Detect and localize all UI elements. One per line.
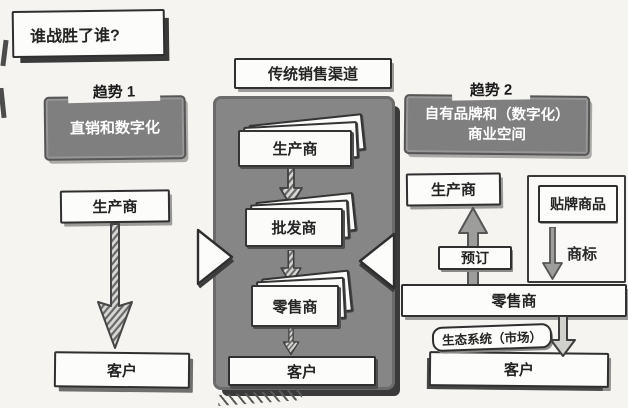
sketch-mark (0, 87, 7, 119)
traditional-wholesaler-stack: 批发商 (245, 191, 357, 247)
trend2-box: 自有品牌和（数字化） 商业空间 (403, 94, 591, 156)
arrow-down-icon (550, 316, 576, 357)
trend2-retailer-box: 零售商 (401, 284, 627, 317)
question-box: 谁战胜了谁? (11, 8, 166, 59)
trend1-subtitle: 直销和数字化 (69, 118, 161, 138)
trend1-producer-box: 生产商 (59, 189, 171, 224)
traditional-retailer-label: 零售商 (272, 298, 318, 316)
traditional-producer-box: 生产商 (238, 130, 352, 167)
arrow-down-icon (542, 227, 563, 280)
traditional-wholesaler-label: 批发商 (271, 220, 317, 237)
traditional-producer-label: 生产商 (272, 141, 318, 158)
trademark-label: 商标 (567, 246, 598, 263)
trend2-title: 趋势 2 (451, 78, 531, 101)
traditional-retailer-box: 零售商 (251, 285, 339, 327)
traditional-producer-stack: 生产商 (238, 113, 366, 167)
traditional-retailer-stack: 零售商 (251, 269, 353, 327)
traditional-customer-box: 客户 (228, 356, 376, 386)
private-label-container: 贴牌商品 商标 (527, 175, 626, 283)
ecosystem-box: 生态系统（市场） (431, 322, 553, 353)
trend1-customer-box: 客户 (53, 351, 191, 389)
traditional-wholesaler-box: 批发商 (245, 208, 343, 247)
trend2-retailer-label: 零售商 (491, 293, 537, 310)
trend1-customer-label: 客户 (106, 362, 138, 380)
traditional-title-box: 传统销售渠道 (234, 58, 392, 89)
arrow-right-icon (196, 228, 235, 289)
trend2-customer-label: 客户 (503, 361, 535, 380)
traditional-title-label: 传统销售渠道 (267, 66, 358, 83)
private-label-text: 贴牌商品 (550, 196, 606, 212)
arrow-down-icon (282, 328, 300, 356)
trend2-producer-box: 生产商 (405, 172, 502, 207)
private-label-box: 贴牌商品 (538, 185, 618, 223)
question-text: 谁战胜了谁? (29, 27, 120, 46)
trend1-title: 趋势 1 (67, 79, 161, 104)
arrow-left-icon (358, 232, 396, 293)
trend1-producer-label: 生产商 (92, 198, 138, 217)
preorder-label: 预订 (461, 250, 489, 266)
traditional-customer-label: 客户 (286, 363, 317, 381)
trend2-subtitle-line2: 商业空间 (467, 126, 526, 144)
trend1-box: 直销和数字化 (43, 95, 187, 161)
trend2-producer-label: 生产商 (430, 181, 477, 200)
trend2-subtitle-line1: 自有品牌和（数字化） (424, 105, 570, 124)
sketch-mark (0, 39, 9, 67)
arrow-down-icon (97, 223, 133, 349)
preorder-box: 预订 (438, 246, 512, 270)
sketch-hatch-shadow (217, 389, 303, 406)
trend2-customer-box: 客户 (428, 351, 610, 388)
ecosystem-label: 生态系统（市场） (441, 330, 543, 348)
